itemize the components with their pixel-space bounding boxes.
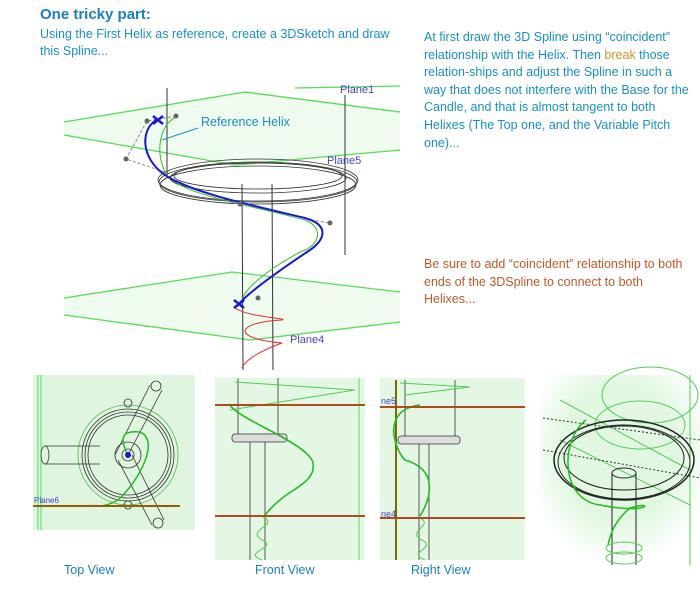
3d-spline: [144, 118, 324, 306]
control-point[interactable]: [327, 220, 333, 226]
warning-note: Be sure to add “coincident” relationship…: [424, 257, 683, 307]
note-highlight: break: [604, 47, 636, 62]
instruction-note: At first draw the 3D Spline using “coinc…: [424, 29, 694, 152]
spline-control-polygon: [125, 115, 177, 174]
main-isometric-view: Reference Helix Plane1 Plane5 Plane4: [63, 84, 401, 371]
control-point[interactable]: [255, 295, 261, 301]
plane4-label-right: ne4: [381, 509, 396, 519]
plane4-edge: [63, 314, 401, 341]
top-view: Plane6: [33, 375, 195, 530]
plane5-label: Plane5: [327, 155, 361, 167]
plane6-label: Plane6: [34, 496, 59, 505]
isometric-detail-view: [540, 366, 700, 567]
plane1-label: Plane1: [340, 84, 374, 96]
control-point[interactable]: [173, 113, 179, 119]
plane4-label: Plane4: [290, 334, 324, 346]
plane-edge: [294, 85, 401, 89]
note-part2: those relation-ships and adjust the Spli…: [424, 47, 689, 150]
spline-control-polygon: [305, 218, 331, 224]
plane4-edge: [63, 271, 401, 299]
stem-edge: [241, 183, 244, 371]
reference-helix: [159, 116, 318, 299]
control-point[interactable]: [144, 118, 150, 124]
spline-endpoint-marker: [233, 299, 245, 309]
intro-text: Using the First Helix as reference, crea…: [40, 27, 390, 58]
right-view: ne5 ne4: [380, 378, 525, 561]
spline-endpoint-marker: [152, 115, 164, 125]
plane4-surface: [64, 272, 400, 340]
plane1-surface: [64, 92, 400, 165]
control-point[interactable]: [237, 201, 243, 207]
note-part1: At first draw the 3D Spline using “coinc…: [424, 30, 670, 62]
callout-leader: [161, 127, 199, 141]
control-point[interactable]: [123, 156, 129, 162]
front-view-caption: Front View: [255, 563, 315, 577]
heading: One tricky part:: [40, 6, 151, 23]
red-variable-pitch-helix: [234, 307, 284, 369]
right-view-caption: Right View: [411, 563, 471, 577]
plane5-label-right: ne5: [381, 396, 396, 406]
front-view: [215, 378, 365, 561]
top-view-caption: Top View: [64, 563, 115, 577]
plane1-edge: [63, 91, 401, 123]
reference-helix-callout: Reference Helix: [201, 115, 291, 129]
